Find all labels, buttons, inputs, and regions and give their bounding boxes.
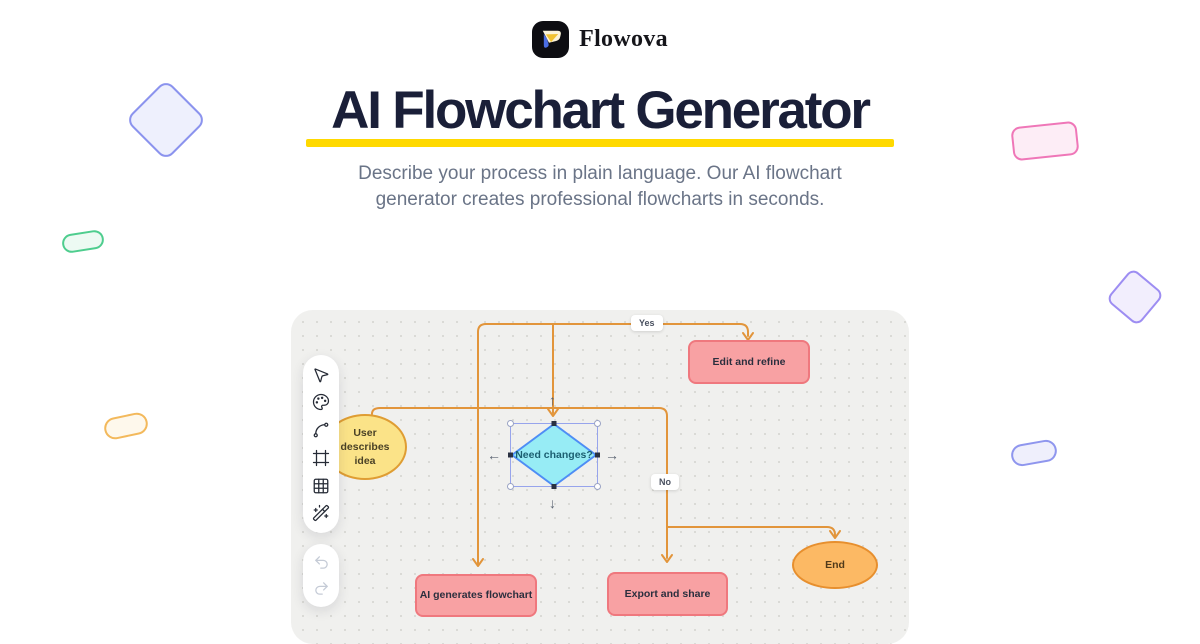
add-node-down-arrow[interactable]: ↓ [549,495,556,511]
resize-handle-bottom-right[interactable] [594,483,601,490]
connector-tool-icon[interactable] [309,418,333,442]
edge-label-no[interactable]: No [651,474,679,490]
flowchart-connectors [371,323,841,567]
magic-wand-icon[interactable] [309,501,333,525]
table-tool-icon[interactable] [309,474,333,498]
page-title: AI Flowchart Generator [331,81,871,140]
add-node-up-arrow[interactable]: ↑ [549,392,556,408]
edge-label-yes[interactable]: Yes [631,315,663,331]
deco-pill-purple [1009,438,1059,468]
resize-handle-top-left[interactable] [507,420,514,427]
palette-icon[interactable] [309,390,333,414]
flowova-hero-page: Flowova AI Flowchart Generator Describe … [0,21,1200,644]
redo-icon[interactable] [309,577,333,601]
select-tool-icon[interactable] [309,363,333,387]
flowova-logo-icon [532,21,570,58]
node-ai-generates-flowchart[interactable]: AI generates flowchart [415,574,537,617]
page-subtitle: Describe your process in plain language.… [358,163,842,211]
brand-logo[interactable]: Flowova [0,21,1200,58]
node-export-and-share[interactable]: Export and share [607,572,728,616]
undo-icon[interactable] [309,550,333,574]
title-underline [306,139,894,147]
resize-handle-top-right[interactable] [594,420,601,427]
deco-pill-yellow [102,410,150,442]
brand-name: Flowova [579,26,668,52]
add-node-left-arrow[interactable]: ← [487,447,501,463]
node-need-changes[interactable]: Need changes? [510,423,598,487]
frame-tool-icon[interactable] [309,446,333,470]
selection-box [507,420,601,490]
decision-label: Need changes? [515,448,593,461]
connection-point-top[interactable] [551,421,557,426]
node-end[interactable]: End [792,541,878,589]
deco-pill-green [60,228,106,255]
resize-handle-bottom-left[interactable] [507,483,514,490]
flowchart-canvas[interactable]: Yes No User describes idea AI generates … [291,310,909,644]
history-toolbar [303,544,339,607]
deco-rect-pink [1010,120,1080,162]
connection-point-right[interactable] [595,452,600,458]
canvas-toolbar [303,355,339,533]
node-edit-and-refine[interactable]: Edit and refine [688,340,810,384]
add-node-right-arrow[interactable]: → [605,447,619,463]
connection-point-left[interactable] [508,452,513,458]
connection-point-bottom[interactable] [551,484,557,489]
deco-diamond-purple-right [1105,267,1165,327]
